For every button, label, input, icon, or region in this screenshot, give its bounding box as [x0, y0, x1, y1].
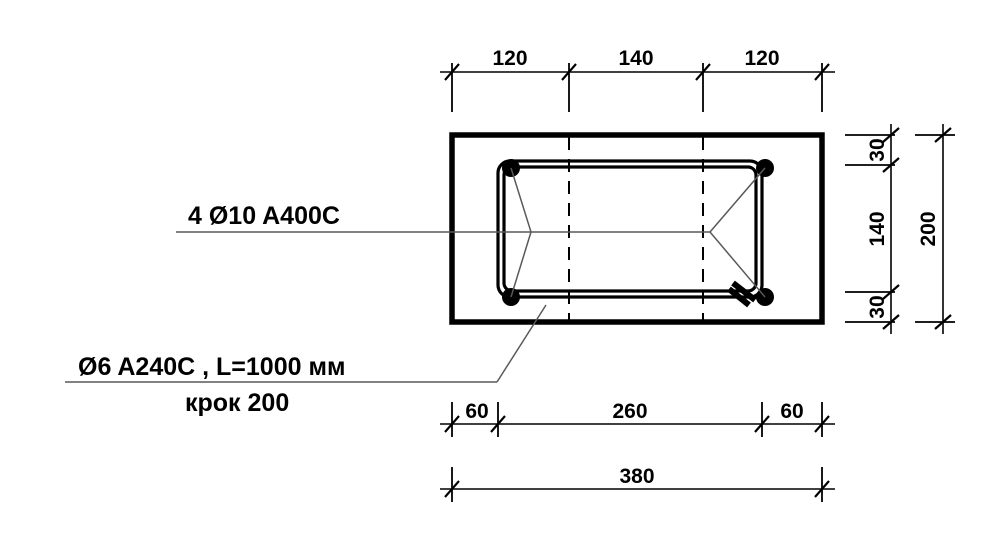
dimension-right-overall: 200	[915, 124, 955, 334]
tick-right-overall-1	[934, 127, 952, 143]
centerlines	[568, 137, 704, 321]
dim-label-bottom-overall: 380	[619, 465, 654, 488]
dim-label-top-1: 120	[492, 47, 527, 70]
leader-branch-top-right	[709, 167, 766, 233]
dimension-chain-right: 30 140 30	[845, 124, 900, 334]
concrete-outline	[449, 132, 825, 325]
tick-bottom-overall-1	[444, 480, 460, 498]
tick-top-3	[695, 63, 711, 81]
main-rebar-label: 4 Ø10 A400C	[188, 202, 340, 230]
dim-label-right-3: 30	[866, 295, 889, 318]
tick-top-4	[814, 63, 830, 81]
tick-top-1	[444, 63, 460, 81]
stirrup-hook	[727, 280, 757, 308]
leader-diagonal-stirrup	[496, 304, 547, 383]
stirrup-inner-line	[502, 165, 758, 293]
tick-top-2	[561, 63, 577, 81]
dim-label-bottom-3: 60	[780, 400, 803, 423]
hook-stub-2	[727, 286, 751, 308]
tick-right-1	[882, 127, 900, 143]
leader-branch-top-left	[510, 167, 532, 233]
dim-label-right-overall: 200	[917, 211, 940, 246]
stirrup-leader: Ø6 A240C , L=1000 мм крок 200	[65, 304, 547, 417]
tick-right-4	[882, 314, 900, 330]
dim-label-top-2: 140	[618, 47, 653, 70]
stirrup-label-line1: Ø6 A240C , L=1000 мм	[78, 353, 345, 381]
stirrup-outline	[496, 159, 764, 299]
tick-right-3	[882, 284, 900, 300]
leader-branch-bottom-left	[510, 231, 532, 298]
stirrup-label-line2: крок 200	[185, 389, 289, 417]
tick-right-2	[882, 157, 900, 173]
tick-bottom-2	[490, 415, 506, 433]
tick-bottom-4	[814, 415, 830, 433]
dim-label-right-2: 140	[866, 211, 889, 246]
tick-bottom-overall-2	[814, 480, 830, 498]
tick-right-overall-2	[934, 314, 952, 330]
dimension-chain-top: 120 140 120	[440, 47, 835, 112]
hook-stub	[731, 280, 757, 303]
dimension-chain-bottom: 60 260 60	[440, 400, 835, 437]
tick-bottom-1	[444, 415, 460, 433]
stirrup-outer-line	[496, 159, 764, 299]
dim-label-bottom-2: 260	[612, 400, 647, 423]
dimension-bottom-overall: 380	[440, 465, 835, 502]
dim-label-right-1: 30	[866, 138, 889, 161]
main-rebar-leader: 4 Ø10 A400C	[176, 167, 766, 298]
dim-label-top-3: 120	[744, 47, 779, 70]
leader-branch-bottom-right	[709, 231, 766, 298]
dim-label-bottom-1: 60	[465, 400, 488, 423]
tick-bottom-3	[754, 415, 770, 433]
